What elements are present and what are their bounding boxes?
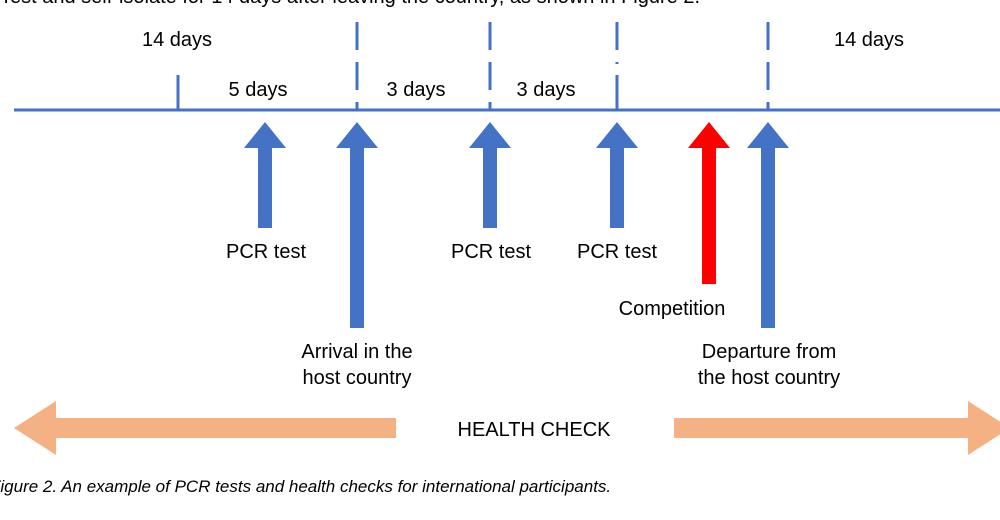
label-departure: Departure from the host country <box>697 341 841 389</box>
label-health-check: HEALTH CHECK <box>457 419 611 441</box>
pcr-test-2-arrow <box>469 122 511 228</box>
label-14-days-before: 14 days <box>141 29 213 51</box>
pcr-test-1-arrow <box>244 122 286 228</box>
label-3-days-first: 3 days <box>386 79 446 101</box>
label-pcr-test-2: PCR test <box>450 241 532 263</box>
health-check-left-arrow <box>14 401 396 455</box>
arrival-arrow <box>336 122 378 328</box>
label-pcr-test-3: PCR test <box>576 241 658 263</box>
figure-caption: Figure 2. An example of PCR tests and he… <box>0 477 612 496</box>
label-arrival: Arrival in the host country <box>301 341 413 389</box>
health-check-right-arrow <box>674 401 1000 455</box>
competition-arrow <box>688 122 730 284</box>
departure-arrow <box>747 122 789 328</box>
pcr-test-3-arrow <box>596 122 638 228</box>
label-competition: Competition <box>618 298 726 320</box>
label-pcr-test-1: PCR test <box>225 241 307 263</box>
label-14-days-after: 14 days <box>833 29 905 51</box>
label-3-days-second: 3 days <box>516 79 576 101</box>
intro-text-cropped: Test and self-isolate for 14 days after … <box>0 0 1000 8</box>
label-5-days: 5 days <box>228 79 288 101</box>
